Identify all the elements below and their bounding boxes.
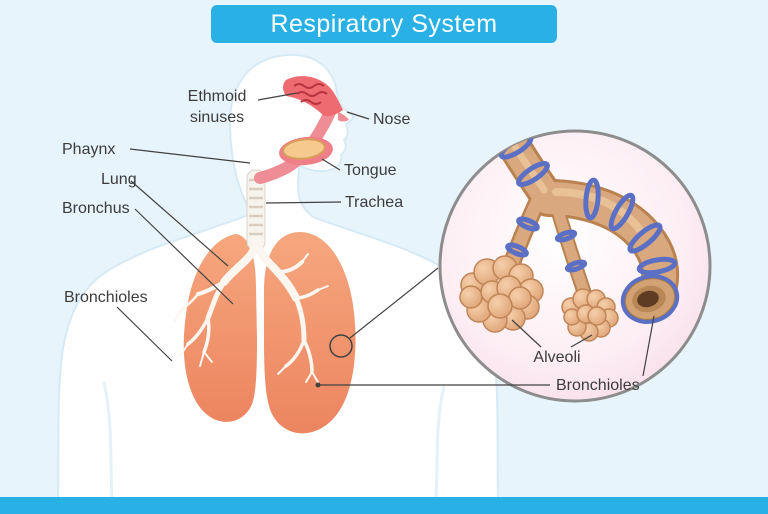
phaynx-leader	[129, 148, 251, 164]
nose-leader	[346, 111, 370, 120]
bronchial-tree	[173, 236, 329, 383]
lung-leader	[130, 180, 229, 267]
head-anatomy	[254, 76, 349, 184]
alveoli-leader-right	[570, 334, 593, 348]
bronchioles-left-leader	[116, 306, 173, 362]
title-banner: Respiratory System	[211, 5, 557, 43]
tongue-leader	[321, 158, 341, 171]
page-title: Respiratory System	[270, 9, 498, 38]
ethmoid-leader	[257, 92, 298, 101]
zoom-source-circle	[329, 334, 353, 358]
arm-line-right	[434, 385, 446, 501]
trachea-leader	[265, 201, 342, 204]
zoom-connector-line	[349, 267, 439, 339]
label-phaynx: Phaynx	[62, 141, 115, 158]
bronchioles-right-leader-diagonal	[642, 315, 655, 377]
bronchus-leader	[134, 208, 234, 305]
alveoli-cluster-left	[459, 255, 544, 333]
label-bronchioles-right: Bronchioles	[556, 377, 640, 394]
label-alveoli: Alveoli	[533, 349, 580, 366]
label-bronchioles-left: Bronchioles	[64, 289, 148, 306]
alveoli-leader-left	[511, 319, 542, 348]
bronchioles-right-anchor-dot	[315, 382, 321, 388]
label-trachea: Trachea	[345, 194, 403, 211]
trachea	[246, 169, 266, 251]
pharynx	[254, 106, 336, 184]
bottom-accent-bar	[0, 497, 768, 514]
nostril	[338, 112, 349, 122]
label-tongue: Tongue	[344, 162, 397, 179]
tongue-shape	[282, 138, 326, 160]
label-ethmoid-line1: Ethmoid	[188, 88, 247, 105]
label-lung: Lung	[101, 171, 137, 188]
magnifier: Alveoli Bronchioles	[315, 129, 712, 403]
arm-line-left	[102, 381, 114, 501]
sinus-squiggles	[293, 83, 328, 105]
label-nose: Nose	[373, 111, 410, 128]
anatomy-labels: Ethmoid sinuses Nose Phaynx Tongue Lung …	[62, 88, 410, 362]
bronchiole-cross-section	[620, 274, 680, 324]
lung-left	[183, 234, 257, 422]
label-bronchus: Bronchus	[62, 200, 130, 217]
label-ethmoid-line2: sinuses	[190, 109, 244, 126]
alveoli-cluster-right	[561, 288, 619, 342]
